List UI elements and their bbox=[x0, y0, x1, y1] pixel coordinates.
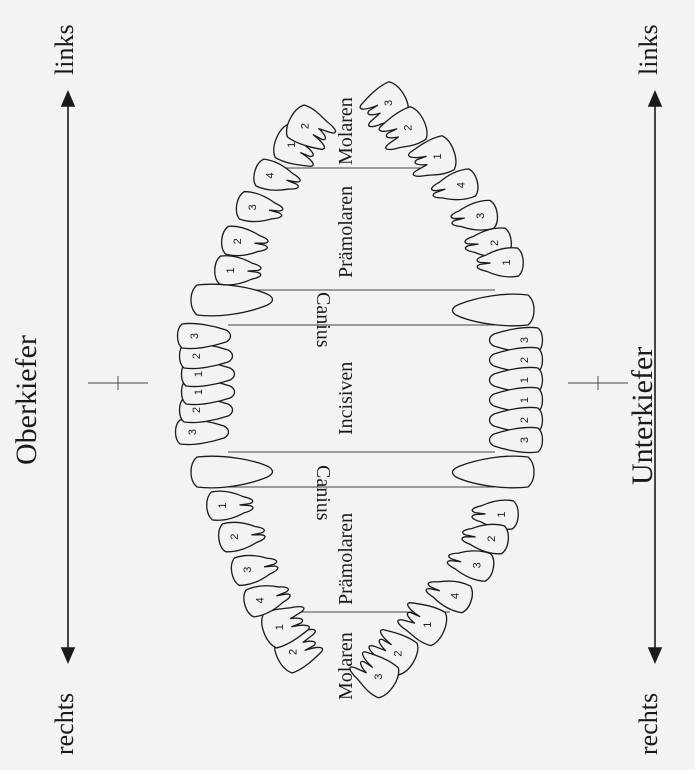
lower-right-label: rechts bbox=[634, 693, 663, 755]
group-label-canine-left: Canius bbox=[312, 292, 334, 348]
lower-left-molar-2-number: 2 bbox=[402, 125, 414, 131]
lower-right-incisor-1-number: 1 bbox=[519, 397, 531, 403]
lower-right-molar-2-number: 2 bbox=[393, 650, 405, 656]
lower-left-premolar-2-number: 2 bbox=[489, 240, 501, 246]
lower-left-molar-1-number: 1 bbox=[432, 153, 444, 159]
lower-left-molar-3-number: 3 bbox=[383, 100, 395, 106]
upper-right-incisor-1-number: 1 bbox=[193, 389, 205, 395]
lower-right-premolar-2-number: 2 bbox=[486, 536, 498, 542]
lower-right-premolar-3-number: 3 bbox=[471, 562, 483, 568]
upper-left-molar-1-number: 1 bbox=[286, 142, 298, 148]
upper-right-label: rechts bbox=[50, 693, 79, 755]
group-label-premolars-left: Prämolaren bbox=[335, 186, 357, 278]
upper-right-incisor-2-number: 2 bbox=[191, 407, 203, 413]
lower-left-premolar-1-number: 1 bbox=[501, 259, 513, 265]
upper-left-premolar-2-number: 2 bbox=[232, 238, 244, 244]
lower-left-premolar-4-number: 4 bbox=[455, 182, 467, 188]
lower-right-incisor-3-number: 3 bbox=[519, 437, 531, 443]
lower-left-incisor-1-number: 1 bbox=[519, 377, 531, 383]
upper-left-premolar-1-number: 1 bbox=[225, 267, 237, 273]
lower-left-incisor-2-number: 2 bbox=[519, 357, 531, 363]
lower-right-premolar-1-number: 1 bbox=[496, 511, 508, 517]
upper-left-incisor-2-number: 2 bbox=[191, 353, 203, 359]
lower-right-premolar-4-number: 4 bbox=[450, 593, 462, 599]
upper-left-incisor-3-number: 3 bbox=[189, 333, 201, 339]
upper-left-premolar-3-number: 3 bbox=[247, 204, 259, 210]
group-label-molars-left: Molaren bbox=[335, 97, 357, 165]
group-label-molars-right: Molaren bbox=[335, 632, 357, 700]
group-label-canine-right: Canius bbox=[312, 465, 334, 521]
upper-left-incisor-1-number: 1 bbox=[193, 371, 205, 377]
upper-right-premolar-4-number: 4 bbox=[254, 597, 266, 603]
lower-left-label: links bbox=[634, 24, 663, 75]
upper-left-label: links bbox=[50, 24, 79, 75]
upper-right-molar-2-number: 2 bbox=[287, 649, 299, 655]
lower-right-incisor-2-number: 2 bbox=[519, 417, 531, 423]
upper-right-premolar-3-number: 3 bbox=[242, 567, 254, 573]
lower-jaw-title: Unterkiefer bbox=[626, 347, 659, 485]
upper-right-incisor-3-number: 3 bbox=[187, 429, 199, 435]
lower-right-molar-3-number: 3 bbox=[373, 674, 385, 680]
group-label-premolars-right: Prämolaren bbox=[335, 513, 357, 605]
group-label-incisors: Incisiven bbox=[335, 362, 357, 435]
upper-right-premolar-1-number: 1 bbox=[217, 502, 229, 508]
upper-left-premolar-4-number: 4 bbox=[264, 173, 276, 179]
upper-right-premolar-2-number: 2 bbox=[229, 534, 241, 540]
lower-left-incisor-3-number: 3 bbox=[519, 337, 531, 343]
lower-right-molar-1-number: 1 bbox=[422, 622, 434, 628]
lower-left-premolar-3-number: 3 bbox=[475, 213, 487, 219]
upper-right-molar-1-number: 1 bbox=[274, 624, 286, 630]
upper-jaw-title: Oberkiefer bbox=[10, 335, 43, 465]
upper-left-molar-2-number: 2 bbox=[299, 123, 311, 129]
